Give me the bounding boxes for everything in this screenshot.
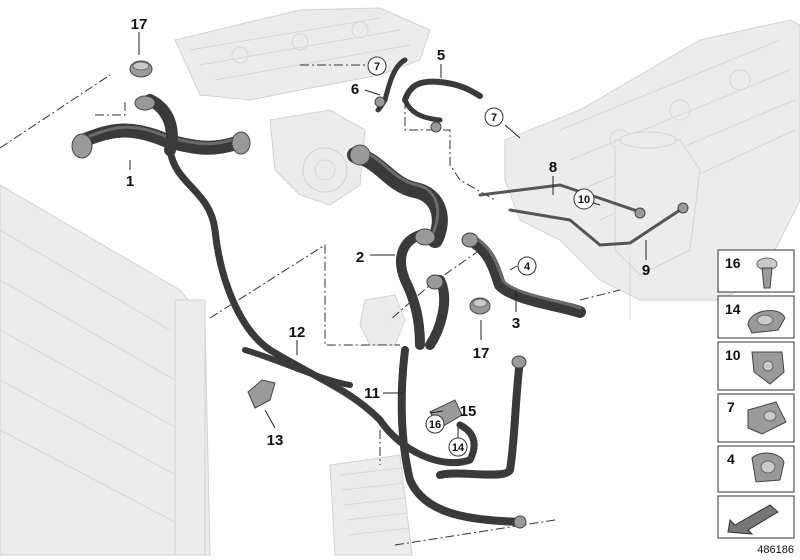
callout-1: 1 — [126, 173, 134, 190]
legend-item-4: 4 — [717, 445, 795, 493]
pipe-clip-icon — [751, 351, 785, 385]
hose-clamp-icon — [747, 310, 786, 334]
fittings — [71, 60, 689, 529]
cylinder-head-ghost — [174, 7, 431, 101]
reference-number: 486186 — [757, 544, 794, 556]
callout-11: 11 — [364, 385, 380, 402]
callout-10-circled: 10 — [578, 194, 590, 206]
legend-item-10: 10 — [717, 341, 795, 391]
hose-holder-icon — [747, 401, 787, 435]
circled-callout-14 — [448, 437, 468, 457]
legend-number: 4 — [727, 451, 735, 467]
callout-16-circled: 16 — [429, 419, 441, 431]
callout-4-circled: 4 — [524, 261, 531, 273]
callout-14-circled: 14 — [452, 442, 465, 454]
circled-callout-4 — [517, 256, 537, 276]
legend-item-7: 7 — [717, 393, 795, 443]
pipe-9 — [508, 208, 682, 247]
callout-9: 9 — [642, 262, 650, 279]
callout-13: 13 — [267, 432, 284, 449]
callout-3: 3 — [512, 315, 520, 332]
circled-callout-7a — [367, 56, 387, 76]
callout-8: 8 — [549, 159, 557, 176]
hose-main — [347, 147, 448, 248]
clamp-bracket-icon — [751, 452, 785, 483]
callout-17-top: 17 — [131, 16, 148, 33]
callouts: 17 1 6 7 5 7 8 10 9 2 4 3 12 17 11 16 15… — [126, 16, 650, 457]
hose-1 — [78, 94, 247, 156]
parts-legend: 16 14 10 7 — [717, 249, 795, 556]
water-pump-ghost — [269, 109, 366, 206]
installation-direction-arrow-icon — [727, 504, 779, 535]
callout-5: 5 — [437, 47, 445, 64]
legend-number: 14 — [725, 301, 741, 317]
expansion-tank-ghost — [614, 131, 701, 320]
hose-11 — [397, 346, 524, 526]
legend-item-14: 14 — [717, 295, 795, 339]
legend-number: 16 — [725, 255, 741, 271]
auxiliary-radiator-ghost — [329, 454, 413, 556]
legend-arrow-box — [717, 495, 795, 539]
circled-callout-10 — [573, 188, 595, 210]
callout-2: 2 — [356, 249, 364, 266]
hose-2 — [396, 230, 450, 350]
callout-15: 15 — [460, 403, 477, 420]
legend-number: 10 — [725, 347, 741, 363]
callout-6: 6 — [351, 81, 359, 98]
thermostat-ghost — [359, 294, 406, 346]
callout-7-circled-right: 7 — [491, 112, 497, 124]
callout-12: 12 — [289, 324, 306, 341]
callout-17-bottom: 17 — [473, 345, 490, 362]
hose-small-5 — [402, 78, 483, 123]
legend-number: 7 — [727, 399, 735, 415]
torx-screw-icon — [756, 257, 778, 289]
radiator-ghost — [0, 184, 211, 556]
hose-3 — [464, 234, 586, 318]
hose-12 — [242, 347, 353, 388]
circled-callout-16 — [425, 414, 445, 434]
assembly-lines — [0, 64, 621, 546]
callout-7-circled-left: 7 — [374, 61, 380, 73]
legend-item-16: 16 — [717, 249, 795, 293]
circled-callout-7b — [484, 107, 504, 127]
bracket-13 — [247, 379, 276, 409]
